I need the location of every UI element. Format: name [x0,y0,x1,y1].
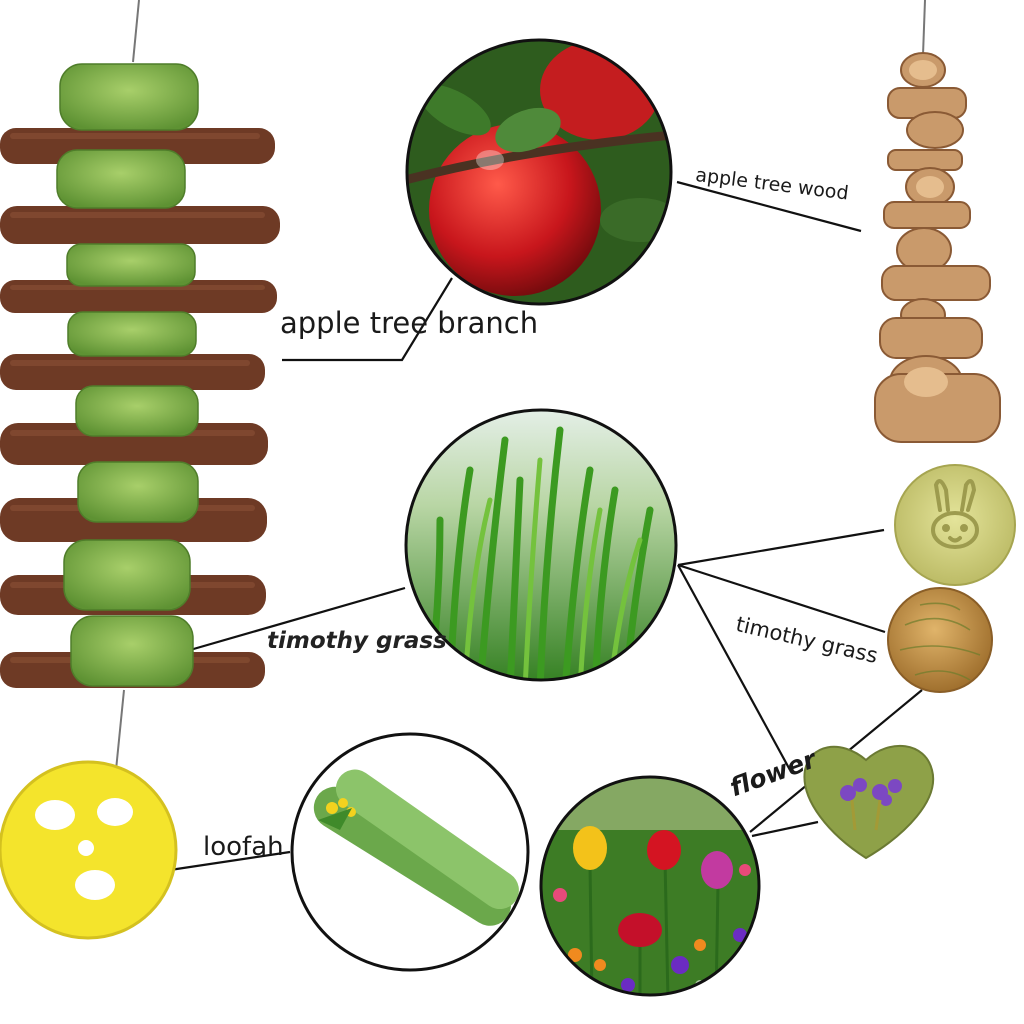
timothy-grass-photo [404,408,678,682]
label-timothy-grass-left: timothy grass [267,628,447,654]
connector-bunny-cake [677,528,885,567]
apple-wood-chew-toy [874,0,1001,443]
connector-apple-branch [282,277,453,362]
connector-grass-ball [677,563,886,634]
connector-flower [677,564,791,771]
connector-loofah [169,850,291,872]
flower-heart-grass-cake [803,744,935,860]
loofah-gourd-photo [290,732,530,972]
connector-apple-wood [676,180,862,233]
timothy-grass-ball [887,587,993,693]
label-apple-tree-branch: apple tree branch [280,306,539,340]
connector-flower-cake [751,820,819,838]
connector-timothy-left [189,586,406,652]
stick-and-grass-cake-toy [0,0,280,771]
label-loofah: loofah [203,832,284,862]
flower-field-photo [539,775,761,997]
bunny-grass-cake [894,464,1016,586]
loofah-slice [0,760,178,940]
apple-branch-photo [405,38,673,306]
